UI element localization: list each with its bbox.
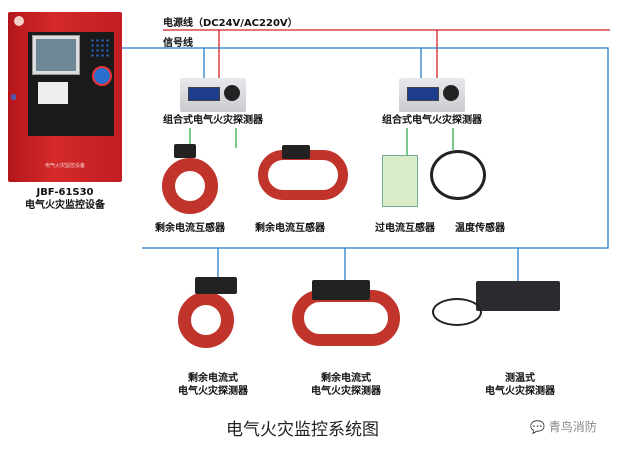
brand-logo-icon bbox=[14, 16, 24, 26]
controller-cabinet: 电气火灾监控设备 bbox=[8, 12, 122, 182]
overcurrent-ct bbox=[382, 155, 418, 207]
diagram-title: 电气火灾监控系统图 bbox=[226, 420, 379, 440]
probe-cable bbox=[432, 298, 482, 326]
printer-icon bbox=[38, 82, 68, 104]
controller-label: JBF-61S30 电气火灾监控设备 bbox=[8, 186, 122, 212]
residual-ct-1 bbox=[162, 158, 218, 214]
sensor-3-label: 过电流互感器 bbox=[375, 223, 435, 234]
signal-line-label: 信号线 bbox=[163, 38, 193, 49]
residual-detector-1 bbox=[178, 292, 234, 348]
ct-head bbox=[282, 145, 310, 159]
temperature-detector bbox=[476, 281, 560, 311]
controller-model: JBF-61S30 bbox=[36, 187, 94, 198]
power-line-label: 电源线（DC24V/AC220V） bbox=[163, 18, 298, 29]
bottom-device-1-label: 剩余电流式电气火灾探测器 bbox=[178, 373, 248, 397]
detector-1-label: 组合式电气火灾探测器 bbox=[163, 115, 263, 126]
detector-2 bbox=[399, 78, 465, 112]
bottom-device-3-label: 测温式电气火灾探测器 bbox=[485, 373, 555, 397]
controller-name: 电气火灾监控设备 bbox=[25, 200, 105, 211]
detector-head bbox=[312, 280, 370, 300]
sensor-4-label: 温度传感器 bbox=[455, 223, 505, 234]
temperature-probe bbox=[430, 150, 486, 200]
cabinet-caption: 电气火灾监控设备 bbox=[44, 163, 85, 169]
signal-line bbox=[122, 47, 609, 249]
wechat-icon: 💬 bbox=[530, 420, 545, 434]
controller-screen bbox=[32, 35, 80, 75]
bottom-device-2-label: 剩余电流式电气火灾探测器 bbox=[311, 373, 381, 397]
ct-head bbox=[174, 144, 196, 158]
lock-icon bbox=[11, 94, 16, 100]
sensor-2-label: 剩余电流互感器 bbox=[255, 223, 325, 234]
dpad-icon bbox=[92, 66, 112, 86]
detector-2-label: 组合式电气火灾探测器 bbox=[382, 115, 482, 126]
watermark: 💬 青鸟消防 bbox=[530, 420, 597, 434]
detector-1 bbox=[180, 78, 246, 112]
keypad-icon bbox=[90, 38, 110, 58]
sensor-1-label: 剩余电流互感器 bbox=[155, 223, 225, 234]
detector-head bbox=[195, 277, 237, 294]
